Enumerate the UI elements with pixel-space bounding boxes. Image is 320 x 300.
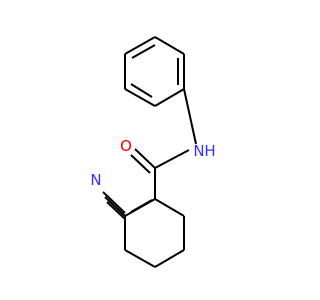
amide-nitrogen-label: N [193,142,204,160]
bond [106,201,126,220]
amide-hydrogen-label: H [204,142,215,160]
cyclohexene-ring [124,198,185,268]
molecule-structure-diagram: N H O N [90,36,216,268]
bond [124,88,156,107]
bond [154,149,190,169]
bond [131,44,156,59]
carbonyl-oxygen-label: O [120,137,132,155]
bond [154,198,185,217]
phenyl-ring [124,36,185,107]
bond [154,88,185,107]
bond [154,249,185,268]
bond [130,199,153,213]
bond [154,36,185,55]
amide-group [130,148,190,199]
bond [124,249,156,268]
bond [134,148,156,169]
nitrile-nitrogen-label: N [90,171,101,189]
bond [104,196,126,217]
bond [102,191,126,214]
nitrile-group [102,191,126,220]
bond [183,88,197,145]
bond [130,154,151,174]
bond [130,83,153,98]
bond [124,36,156,55]
